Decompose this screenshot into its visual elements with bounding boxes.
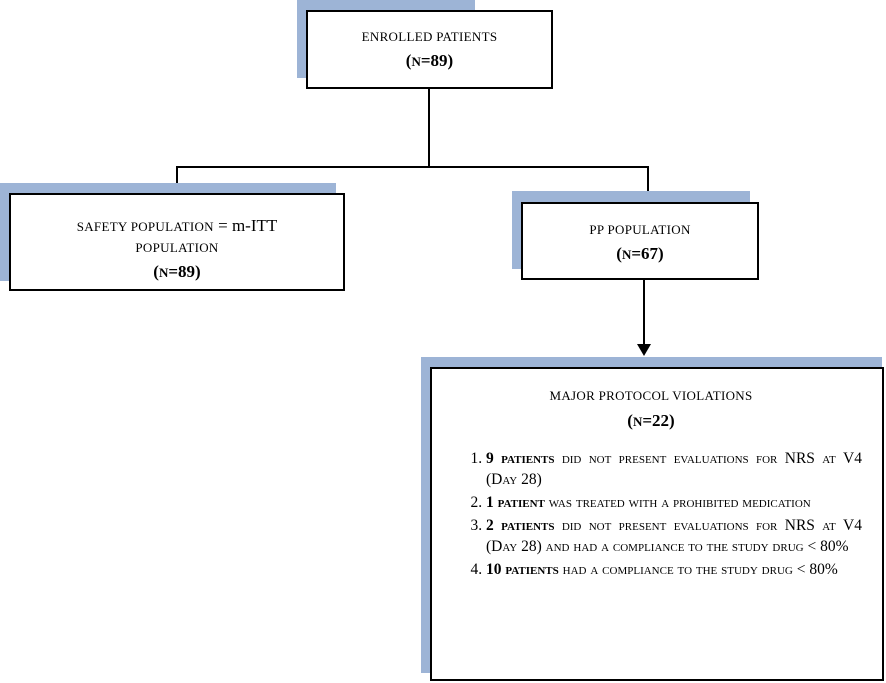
violation-item: 1 patient was treated with a prohibited … [486, 492, 862, 513]
major-protocol-violations-box: MAJOR PROTOCOL VIOLATIONS (N=22) 9 patie… [430, 367, 884, 681]
connector-horizontal [176, 166, 649, 168]
violation-item: 2 patients did not present evaluations f… [486, 515, 862, 557]
connector-right-drop [647, 166, 649, 204]
enrolled-count: (N=89) [405, 51, 454, 70]
pp-population-box: PP POPULATION (N=67) [521, 202, 759, 280]
safety-title-line2: POPULATION [135, 240, 219, 255]
violations-count: (N=22) [627, 411, 675, 430]
safety-title-line1: SAFETY POPULATION = m-ITT [76, 216, 278, 235]
violations-list: 9 patients did not present evaluations f… [440, 448, 862, 580]
enrolled-patients-box: ENROLLED PATIENTS (N=89) [306, 10, 553, 89]
enrolled-title: ENROLLED PATIENTS [361, 29, 498, 44]
pp-count: (N=67) [616, 244, 664, 263]
safety-count: (N=89) [153, 262, 201, 281]
arrow-head-icon [637, 344, 651, 356]
pp-title: PP POPULATION [589, 222, 691, 237]
violation-item: 9 patients did not present evaluations f… [486, 448, 862, 490]
connector-pp-down [643, 280, 645, 348]
connector-left-drop [176, 166, 178, 194]
connector-enrolled-down [428, 89, 430, 167]
safety-population-box: SAFETY POPULATION = m-ITT POPULATION (N=… [9, 193, 345, 291]
violations-title: MAJOR PROTOCOL VIOLATIONS [549, 388, 753, 403]
violation-item: 10 patients had a compliance to the stud… [486, 559, 862, 580]
